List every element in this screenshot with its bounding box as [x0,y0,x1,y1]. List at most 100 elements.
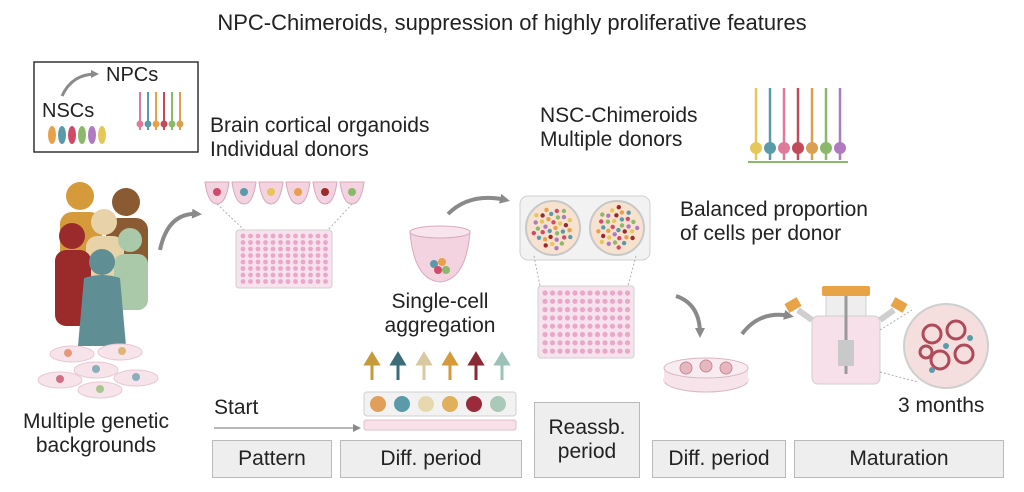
well [542,298,548,304]
well [270,246,276,252]
well [323,246,328,252]
well [542,315,548,321]
well [602,348,608,354]
well [549,331,556,338]
well [564,298,571,304]
well [549,340,556,346]
dish-cell [531,230,536,236]
dish-cell [550,241,555,247]
well [602,290,608,296]
well [248,259,253,265]
well [293,240,298,245]
well [579,307,586,313]
well [572,331,578,338]
well [617,348,623,354]
dish-cell [547,228,552,234]
well [587,315,593,321]
well [285,279,291,284]
well [609,315,616,321]
well [323,259,328,265]
well [315,279,321,284]
dish-cell [543,243,548,248]
well [255,259,261,265]
well [564,315,571,321]
well [240,266,246,271]
well [270,279,276,284]
dish-cell [614,213,619,218]
well [564,307,571,313]
well [248,240,253,245]
well [609,340,616,346]
well [549,298,556,304]
dish-cell [606,241,611,246]
well [300,272,306,278]
well [315,266,321,271]
dish-cell [612,240,618,245]
well [248,266,253,271]
timeline-diff-period-1: Diff. period [340,440,522,478]
balanced-line2: of cells per donor [680,222,842,246]
well [293,266,298,271]
well [624,323,631,329]
well [270,253,276,258]
well-plate-2-wells [542,290,631,354]
well [579,315,586,321]
well [308,246,313,252]
dish-cell [629,229,635,234]
well [564,331,571,338]
well [572,323,578,329]
well [549,315,556,321]
well [248,253,253,258]
well [624,298,631,304]
dish-cell [540,230,545,235]
dish-cell [567,218,572,223]
well [579,290,586,296]
well [278,279,283,284]
well [542,290,548,296]
dish-cell [554,231,560,236]
well [293,246,298,252]
well [263,240,268,245]
well [557,340,563,346]
well [315,246,321,252]
well [308,240,313,245]
dish-cell [535,226,541,231]
well [579,348,586,354]
well [293,272,298,278]
dish-cell [542,237,548,242]
dish-cell [599,239,605,245]
nsc-chimeroids-label: NSC-Chimeroids Multiple donors [540,104,698,152]
well [293,233,298,239]
donor-dish-cells [56,347,140,393]
chimeroid-dish-cells [531,205,640,251]
dish-cell [539,219,545,224]
dish-cell [534,213,539,218]
well [617,290,623,296]
well [323,240,328,245]
well [308,266,313,271]
three-months-label: 3 months [898,394,985,417]
dish-cell [616,205,621,210]
well [542,331,548,338]
well [557,290,563,296]
brain-organoids-line2: Individual donors [210,138,369,162]
well [594,315,601,321]
well-plate-1 [235,229,333,289]
timeline-reassembly-period: Reassb. period [534,402,640,478]
legend-arrow [60,70,99,97]
well [572,348,578,354]
well [617,298,623,304]
well [255,272,261,278]
well [602,323,608,329]
well [587,307,593,313]
well [542,348,548,354]
dish-cell [568,234,573,240]
well [609,290,616,296]
well [263,246,268,252]
well [564,290,571,296]
well [617,323,623,329]
well [602,331,608,338]
well [323,272,328,278]
diff-dish-organoids [679,359,733,375]
